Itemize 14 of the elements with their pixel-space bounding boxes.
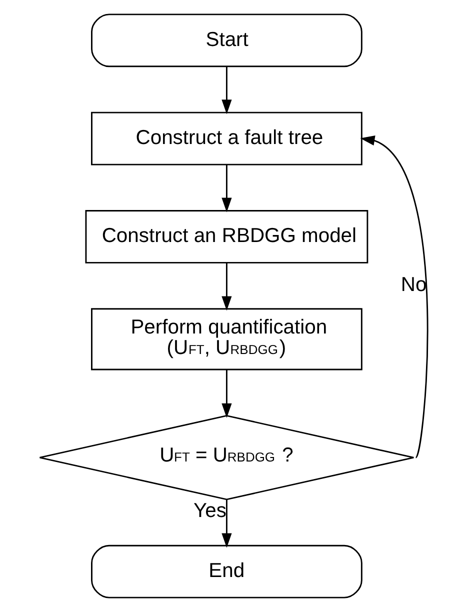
edge-label: No [400, 274, 427, 296]
node-diamond: UFT = URBDGG ? [39, 414, 414, 500]
node-box: Construct a fault tree [91, 112, 362, 166]
node-box: Perform quantification (UFT, URBDGG) [91, 308, 362, 370]
arrow [222, 262, 232, 311]
node-box: End [91, 544, 362, 598]
node-box: Start [91, 14, 362, 68]
arrow [222, 500, 232, 548]
arrow [222, 370, 232, 418]
arrow [222, 165, 232, 212]
node-box: Construct an RBDGG model [85, 210, 368, 264]
edge-label: Yes [194, 500, 226, 522]
arrow [360, 136, 428, 458]
arrow [222, 66, 232, 114]
